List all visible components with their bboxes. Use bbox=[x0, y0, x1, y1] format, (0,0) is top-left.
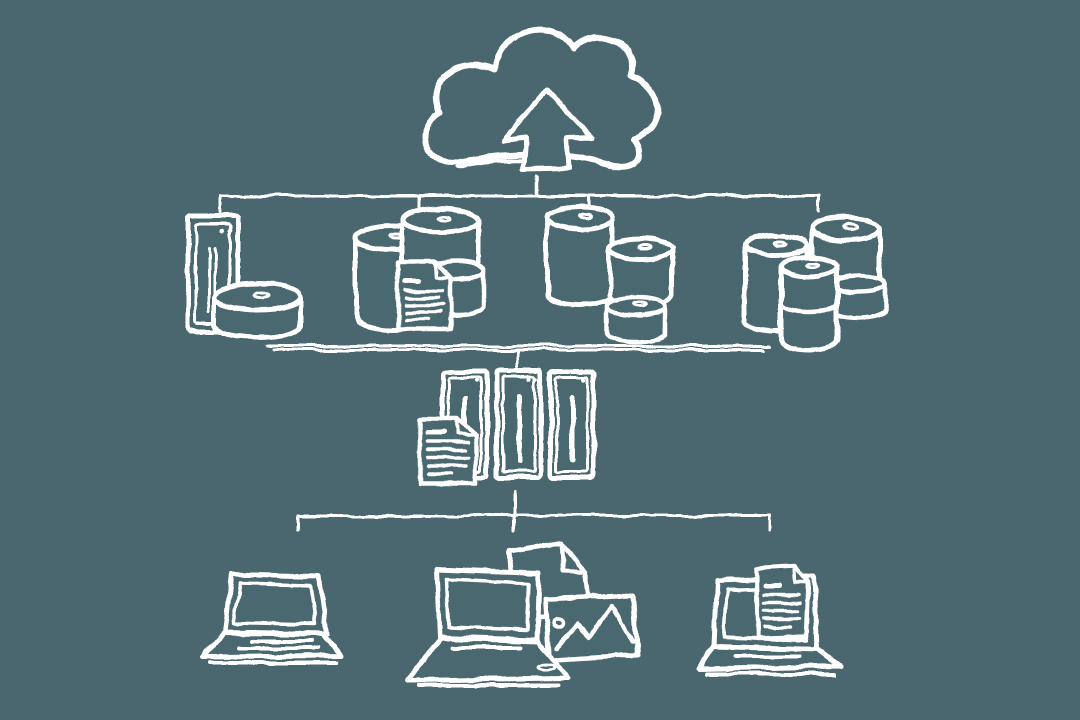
connector-cloud-to-storage bbox=[218, 174, 820, 214]
document-text-lines bbox=[403, 278, 444, 321]
cloud-outline bbox=[421, 26, 661, 170]
photo-icon bbox=[542, 592, 640, 663]
laptop-with-document-icon bbox=[696, 563, 843, 676]
connector-storage-to-servers bbox=[266, 344, 770, 368]
document-icon bbox=[753, 563, 811, 641]
laptop-base bbox=[200, 630, 344, 660]
server-tower-icon bbox=[548, 369, 596, 481]
storage-tower-with-disk-icon bbox=[185, 213, 304, 341]
document-text-lines bbox=[762, 583, 802, 629]
upload-arrow-icon bbox=[501, 87, 594, 172]
document-icon bbox=[395, 259, 453, 332]
document-icon bbox=[417, 415, 479, 487]
database-cylinder-icon bbox=[607, 236, 675, 308]
laptop-with-file-and-photo-icon bbox=[403, 540, 640, 688]
document-text-lines bbox=[425, 429, 470, 476]
database-cylinders-icon bbox=[544, 204, 675, 345]
disk-cylinder-icon bbox=[212, 281, 304, 341]
database-cylinder-icon bbox=[544, 204, 616, 308]
databases-with-document-icon bbox=[353, 205, 487, 333]
server-towers-with-document-icon bbox=[417, 367, 596, 487]
connector-servers-to-devices bbox=[296, 490, 772, 532]
database-cylinder-icon bbox=[830, 273, 888, 321]
cloud-upload-icon bbox=[421, 26, 661, 172]
laptop-base bbox=[403, 635, 571, 684]
database-cylinder-icon bbox=[604, 294, 668, 345]
laptop-screen bbox=[222, 571, 330, 637]
database-cluster-icon bbox=[742, 215, 888, 352]
laptop-icon bbox=[200, 571, 344, 665]
database-cylinder-icon bbox=[778, 254, 840, 352]
server-tower-icon bbox=[494, 367, 544, 481]
